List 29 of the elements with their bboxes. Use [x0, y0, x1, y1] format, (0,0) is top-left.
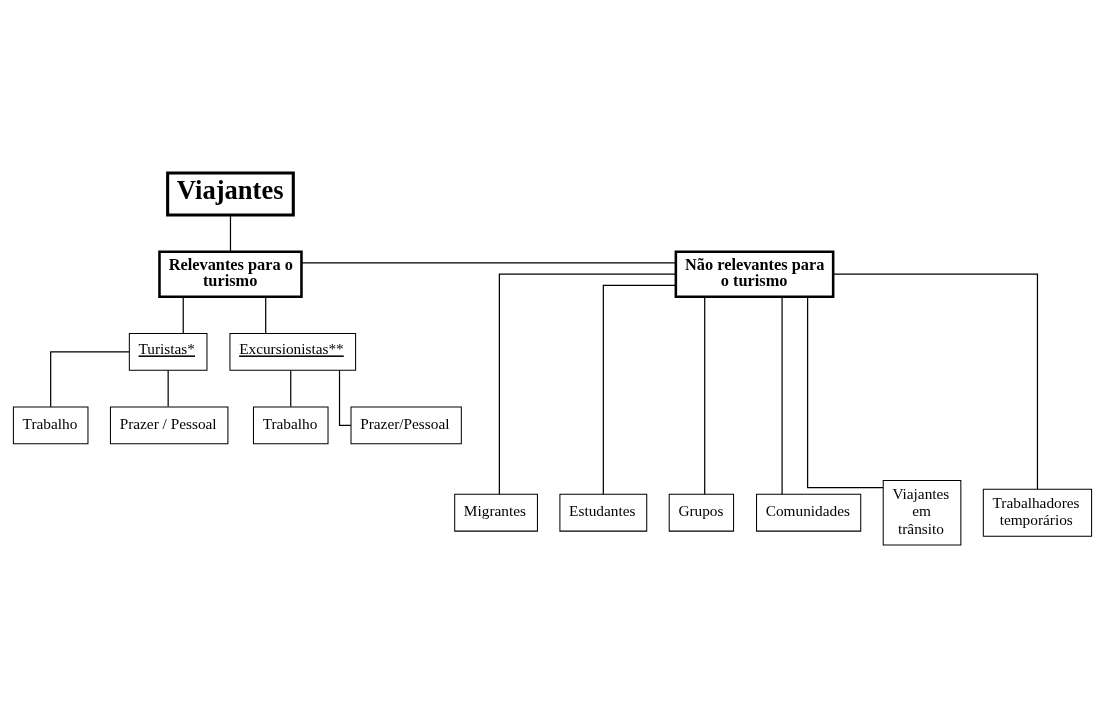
node-box: Trabalho: [12, 406, 89, 444]
node-box: Trabalho: [252, 406, 329, 444]
node-box: Prazer / Pessoal: [109, 406, 229, 444]
connector: [50, 350, 130, 407]
node-box: Excursionistas**: [229, 332, 357, 371]
node-box: Migrantes: [454, 493, 538, 532]
node-box: Não relevantes para o turismo: [674, 249, 835, 298]
connector: [781, 295, 783, 495]
connector: [704, 295, 706, 495]
node-box: Relevantes para o turismo: [158, 249, 303, 298]
node-box: Prazer/Pessoal: [350, 406, 462, 444]
connector: [167, 369, 169, 407]
node-box: Estudantes: [559, 493, 648, 532]
node-box: Grupos: [668, 493, 735, 532]
connector: [602, 284, 677, 495]
node-box: Viajantes: [166, 171, 295, 216]
connector: [182, 295, 184, 334]
node-box: Trabalhadores temporários: [982, 488, 1093, 537]
connector: [301, 261, 677, 264]
connector: [290, 369, 292, 407]
connector: [807, 295, 884, 488]
connector: [498, 273, 677, 495]
connector: [265, 295, 267, 334]
node-box: Viajantes em trânsito: [882, 479, 962, 545]
node-box: Comunidades: [756, 493, 862, 532]
connector: [338, 369, 352, 426]
node-box: Turistas*: [128, 332, 208, 371]
connector: [229, 213, 232, 252]
connector: [832, 273, 1039, 490]
